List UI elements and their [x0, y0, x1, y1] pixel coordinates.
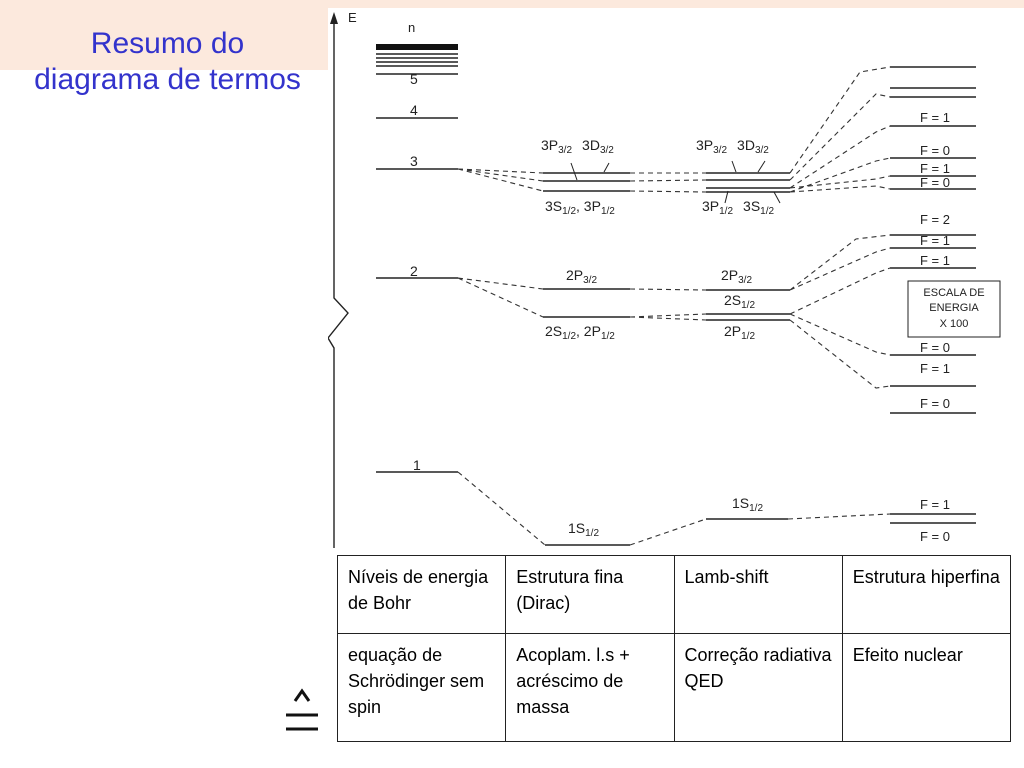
f-label: F = 1: [920, 161, 950, 176]
table-cell: equação de Schrödinger sem spin: [336, 633, 507, 742]
f-label: F = 0: [920, 396, 950, 411]
table-cell: Lamb-shift: [673, 554, 843, 635]
bohr-level-4: 4: [410, 102, 418, 118]
scale-note-line-2: ENERGIA: [929, 302, 979, 314]
fs-n2-upper-label: 2P3/2: [566, 267, 597, 286]
bohr-level-2: 2: [410, 263, 418, 279]
f-label: F = 1: [920, 253, 950, 268]
comparison-table-wrap: Níveis de energia de Bohr Estrutura fina…: [336, 554, 1012, 742]
f-label: F = 0: [920, 340, 950, 355]
f-label: F = 0: [920, 143, 950, 158]
term-diagram: E n 5 4 3 2 1: [328, 8, 1024, 556]
corresponds-to-icon: [286, 688, 318, 731]
energy-axis: [328, 12, 349, 548]
bohr-levels: 5 4 3 2 1: [376, 71, 458, 473]
scale-note-line-3: X 100: [940, 318, 969, 330]
table-cell: Acoplam. l.s + acréscimo de massa: [505, 633, 675, 742]
f-label: F = 2: [920, 212, 950, 227]
scale-note-box: ESCALA DE ENERGIA X 100: [907, 280, 1001, 338]
ls-n2-mid-label: 2S1/2: [724, 292, 755, 311]
table-cell: Correção radiativa QED: [673, 633, 843, 742]
title-line-1: Resumo do: [90, 27, 245, 60]
ls-n1-label: 1S1/2: [732, 495, 763, 514]
scale-note-line-1: ESCALA DE: [923, 287, 984, 299]
connector-lines: [457, 66, 891, 546]
bohr-continuum: [376, 44, 458, 67]
hyperfine-levels: [890, 66, 976, 524]
f-label: F = 1: [920, 233, 950, 248]
title-line-2: diagrama de termos: [34, 63, 301, 96]
table-cell: Estrutura hiperfina: [841, 554, 1012, 635]
table-row: Níveis de energia de Bohr Estrutura fina…: [336, 554, 1012, 635]
f-label: F = 1: [920, 497, 950, 512]
fs-n1-label: 1S1/2: [568, 520, 599, 539]
slide-title: Resumo do diagrama de termos: [0, 26, 335, 98]
f-label: F = 0: [920, 175, 950, 190]
f-label: F = 1: [920, 361, 950, 376]
f-label: F = 0: [920, 529, 950, 544]
ls-n2-bottom-label: 2P1/2: [724, 323, 755, 342]
comparison-table: Níveis de energia de Bohr Estrutura fina…: [336, 554, 1012, 742]
table-cell: Níveis de energia de Bohr: [336, 554, 507, 635]
table-cell: Efeito nuclear: [841, 633, 1012, 742]
bohr-level-3: 3: [410, 153, 418, 169]
f-label: F = 1: [920, 110, 950, 125]
fs-n2-lower-label: 2S1/2, 2P1/2: [545, 323, 615, 342]
fs-n3-lower-label: 3S1/2, 3P1/2: [545, 198, 615, 217]
bohr-level-5: 5: [410, 71, 418, 87]
axis-label: E: [348, 10, 357, 25]
ls-n2-top-label: 2P3/2: [721, 267, 752, 286]
n-label: n: [408, 20, 415, 35]
bohr-level-1: 1: [413, 457, 421, 473]
fine-structure-levels: [543, 162, 630, 546]
table-row: equação de Schrödinger sem spin Acoplam.…: [336, 633, 1012, 742]
table-cell: Estrutura fina (Dirac): [505, 554, 675, 635]
lamb-shift-levels: [706, 160, 790, 520]
hyperfine-labels: F = 1 F = 0 F = 1 F = 0 F = 2 F = 1 F = …: [920, 110, 950, 544]
